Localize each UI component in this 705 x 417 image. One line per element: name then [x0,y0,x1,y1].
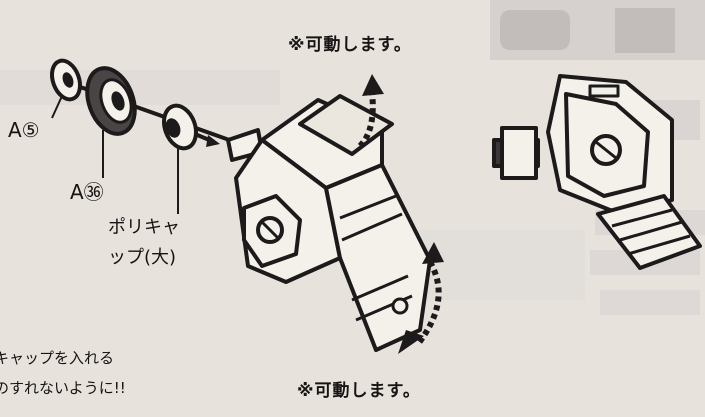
movable-note-top: ※可動します。 [288,35,412,55]
movable-note-bottom: ※可動します。 [297,381,421,401]
part-label-a36: A㊱ [70,180,104,204]
motion-arrow-top [357,74,384,149]
polycap-line2: ップ(大) [108,247,177,268]
part-a5-ring [49,58,83,102]
top-flap [298,94,394,156]
motion-arrow-bottom [398,242,444,354]
instruction-line2: のすれないように!! [0,379,126,397]
assembly-axis [54,76,236,144]
instruction-text: キャップを入れる のすれないように!! [0,343,126,403]
instruction-line1: キャップを入れる [0,349,115,367]
polycap-line1: ポリキャ [108,217,180,238]
polycap-large [162,103,198,151]
part-a36-ring [85,66,137,136]
part-label-polycap: ポリキャ ップ(大) [108,213,180,273]
part-label-a5: A⑤ [8,118,40,142]
